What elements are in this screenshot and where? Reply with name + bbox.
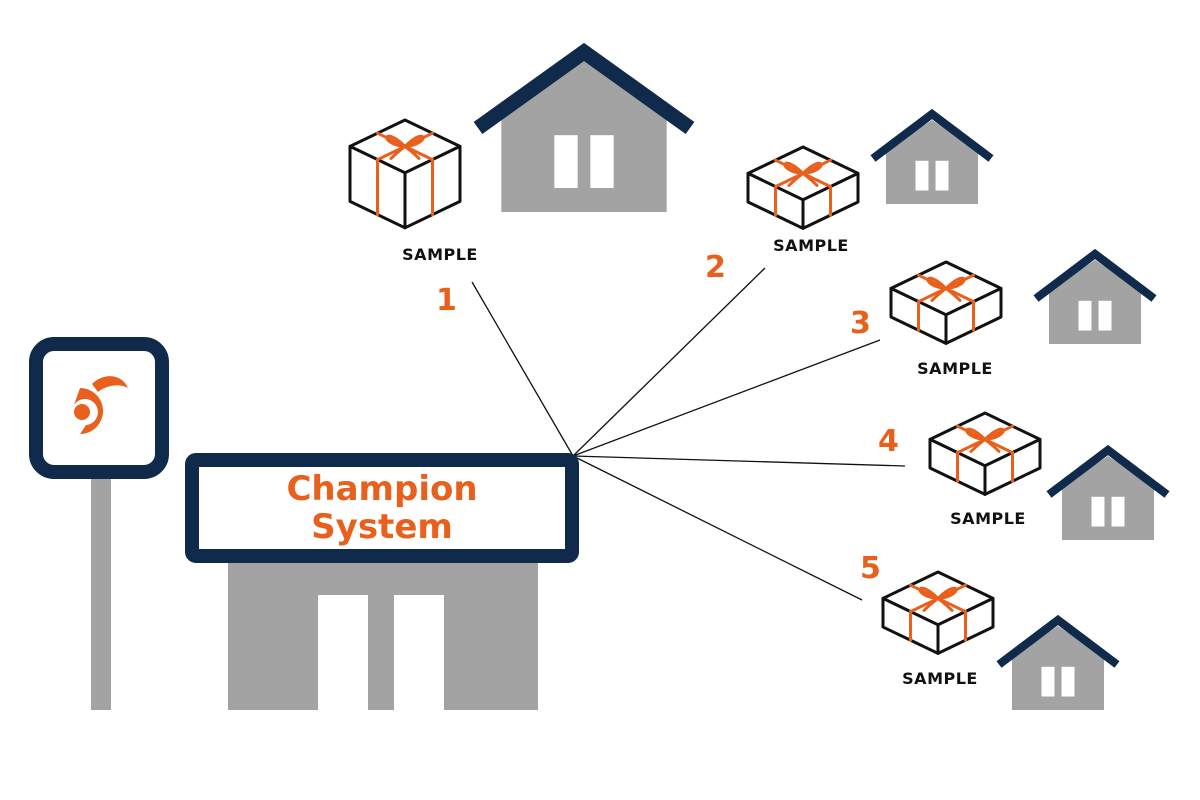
delivery-number-2: 2 [705,250,726,285]
house-1-wall [501,58,667,212]
house-2 [870,108,994,204]
house-2-window-right [935,160,949,191]
delivery-numbers: 1 2 3 4 5 [436,250,899,586]
package-2 [746,145,860,230]
packages [348,118,1042,655]
store-name-line-1: Champion [286,469,477,509]
package-2-bow-icon [783,161,823,187]
house-1-roof [473,42,695,135]
champion-system-logo-icon [74,376,128,434]
houses [473,42,1170,710]
package-3 [889,260,1003,345]
delivery-number-3: 3 [850,306,871,341]
house-5-roof [996,614,1120,668]
house-4-wall [1061,456,1155,540]
store-sign [185,453,579,563]
house-2-wall [885,120,979,204]
store-wall [228,558,538,710]
house-1 [473,42,695,212]
package-label-2: SAMPLE [773,236,849,255]
signpost-pole [91,470,111,710]
house-4-window-left [1091,496,1105,527]
package-label-1: SAMPLE [402,245,478,264]
house-1-window-right [590,135,614,188]
delivery-lines [471,267,906,601]
package-5-bow-icon [918,586,958,612]
house-3-wall [1048,260,1142,344]
package-5 [881,570,995,655]
delivery-line-2 [572,267,766,457]
store-door-left [318,595,368,710]
package-label-4: SAMPLE [950,509,1026,528]
house-1-window-left [554,135,578,188]
house-4 [1046,444,1170,540]
delivery-number-1: 1 [436,283,457,318]
package-4 [928,411,1042,496]
house-3-roof [1033,248,1157,302]
package-label-3: SAMPLE [917,359,993,378]
store-name-line-2: System [311,507,453,547]
house-5-wall [1011,626,1105,710]
delivery-number-5: 5 [860,551,881,586]
package-4-bow-icon [965,427,1005,453]
house-3-window-left [1078,300,1092,331]
house-5-window-left [1041,666,1055,697]
package-3-bow-icon [926,276,966,302]
house-2-roof [870,108,994,162]
delivery-line-4 [572,455,906,467]
package-1 [348,118,462,230]
house-3-window-right [1098,300,1112,331]
house-2-window-left [915,160,929,191]
delivery-line-3 [572,339,881,457]
delivery-number-4: 4 [878,424,899,459]
house-4-roof [1046,444,1170,498]
house-4-window-right [1111,496,1125,527]
house-5 [996,614,1120,710]
delivery-line-5 [572,455,863,601]
store-door-right [394,595,444,710]
logo-signpost [29,337,169,710]
delivery-line-1 [471,281,574,457]
package-labels: SAMPLE SAMPLE SAMPLE SAMPLE SAMPLE [402,236,1026,688]
package-label-5: SAMPLE [902,669,978,688]
house-5-window-right [1061,666,1075,697]
package-1-bow-icon [385,134,425,160]
store-building: Champion System [185,453,579,710]
house-3 [1033,248,1157,344]
